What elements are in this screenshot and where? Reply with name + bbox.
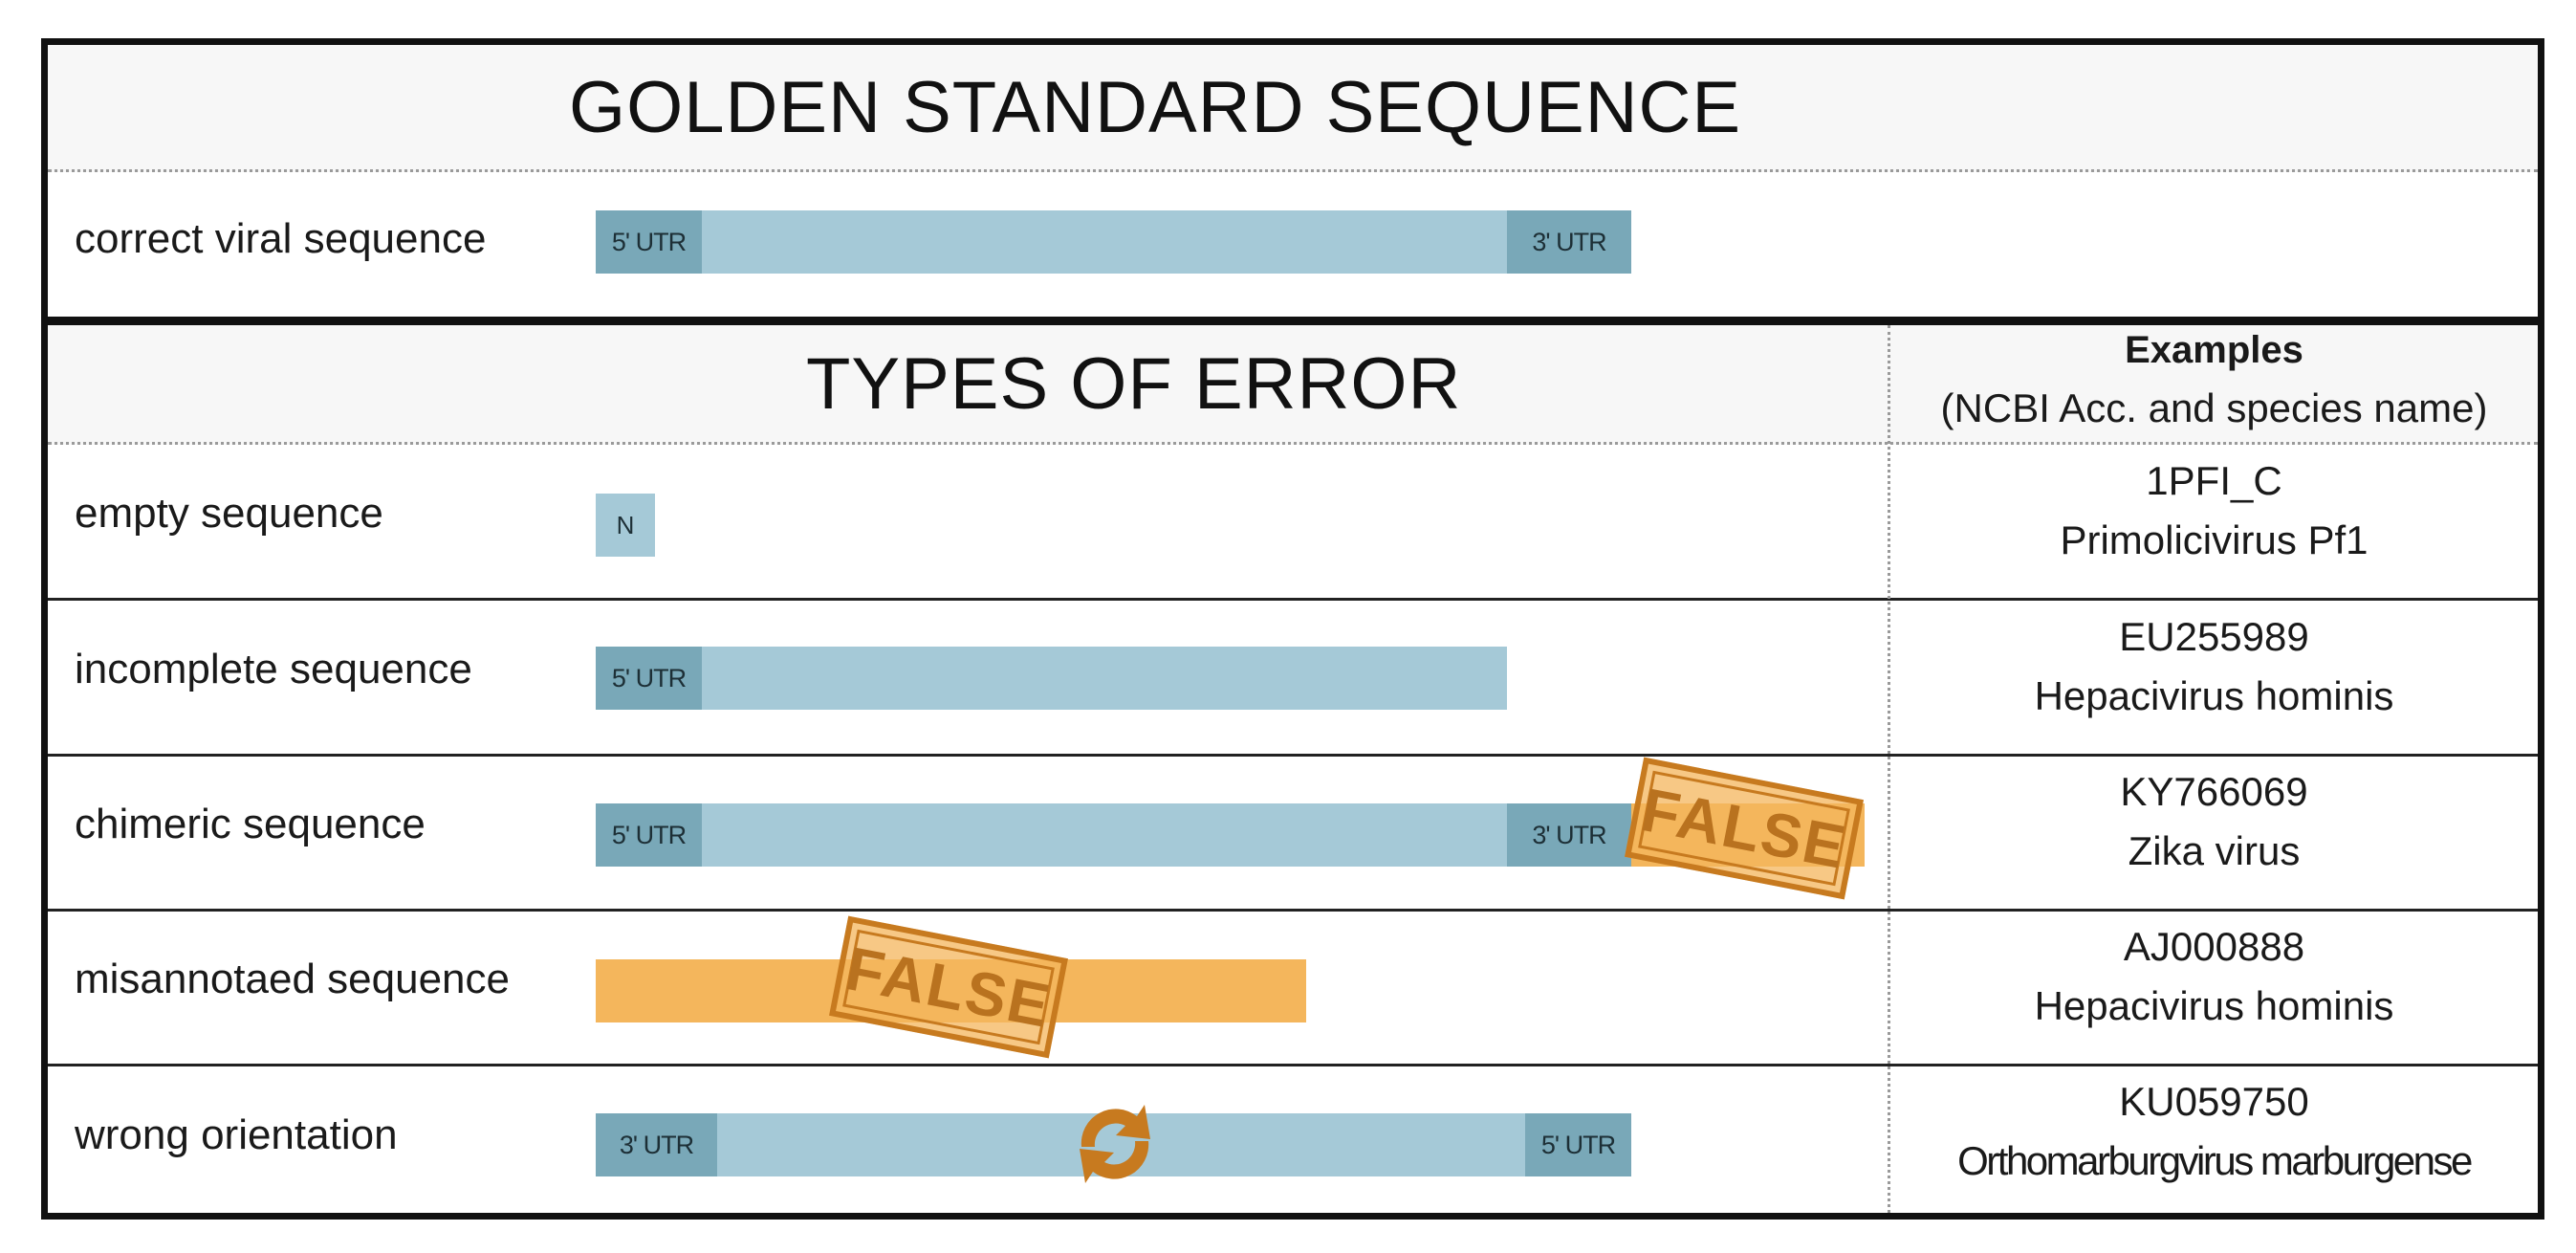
errors-title-band: TYPES OF ERROR — [48, 325, 2538, 445]
examples-column: Examples (NCBI Acc. and species name) 1P… — [1888, 325, 2538, 1213]
accession: 1PFI_C — [2146, 458, 2282, 503]
species: Orthomarburgvirus marburgense — [1957, 1138, 2473, 1183]
correct-sequence-bar: 5' UTR 3' UTR — [596, 210, 1631, 274]
utr5-block: 5' UTR — [596, 647, 702, 710]
row-divider — [48, 598, 2538, 601]
examples-header: Examples (NCBI Acc. and species name) — [1890, 325, 2538, 442]
row-divider — [48, 1064, 2538, 1066]
example-empty: 1PFI_C Primolicivirus Pf1 — [1890, 458, 2538, 563]
wrong-orientation-label: wrong orientation — [75, 1111, 398, 1158]
chimeric-sequence-bar: 5' UTR 3' UTR — [596, 803, 1631, 867]
correct-sequence-label: correct viral sequence — [75, 215, 487, 262]
utr5-block: 5' UTR — [596, 210, 702, 274]
error-types-title: TYPES OF ERROR — [806, 343, 1462, 425]
examples-title: Examples — [2125, 329, 2303, 371]
reverse-arrows-icon — [1080, 1105, 1150, 1183]
accession: KU059750 — [2119, 1079, 2309, 1124]
row-divider — [48, 909, 2538, 912]
row-divider — [48, 754, 2538, 757]
false-stamp-icon: FALSE — [1625, 757, 1864, 900]
incomplete-sequence-bar: 5' UTR — [596, 647, 1507, 710]
example-misannotated: AJ000888 Hepacivirus hominis — [1890, 924, 2538, 1029]
golden-standard-panel: GOLDEN STANDARD SEQUENCE correct viral s… — [41, 38, 2544, 323]
examples-subtitle: (NCBI Acc. and species name) — [1940, 385, 2488, 430]
stamp-text: FALSE — [840, 934, 1058, 1041]
example-wrong-orientation: KU059750 Orthomarburgvirus marburgense — [1890, 1079, 2538, 1184]
golden-standard-title: GOLDEN STANDARD SEQUENCE — [569, 67, 1742, 148]
accession: KY766069 — [2120, 769, 2308, 814]
accession: AJ000888 — [2123, 924, 2305, 969]
species: Zika virus — [2128, 828, 2301, 873]
false-stamp-icon: FALSE — [829, 915, 1068, 1059]
utr3-block: 3' UTR — [596, 1113, 717, 1176]
chimeric-sequence-label: chimeric sequence — [75, 801, 426, 847]
utr3-block: 3' UTR — [1507, 803, 1631, 867]
error-types-panel: TYPES OF ERROR empty sequence N incomple… — [41, 319, 2544, 1220]
species: Hepacivirus hominis — [2034, 673, 2394, 718]
empty-sequence-label: empty sequence — [75, 490, 383, 537]
misannotated-sequence-label: misannotaed sequence — [75, 956, 510, 1002]
incomplete-sequence-label: incomplete sequence — [75, 646, 472, 692]
example-incomplete: EU255989 Hepacivirus hominis — [1890, 614, 2538, 719]
utr5-block: 5' UTR — [1525, 1113, 1631, 1176]
species: Hepacivirus hominis — [2034, 983, 2394, 1028]
example-chimeric: KY766069 Zika virus — [1890, 769, 2538, 874]
utr5-block: 5' UTR — [596, 803, 702, 867]
empty-sequence-n-block: N — [596, 494, 655, 557]
species: Primolicivirus Pf1 — [2060, 517, 2369, 562]
utr3-block: 3' UTR — [1507, 210, 1631, 274]
golden-title-band: GOLDEN STANDARD SEQUENCE — [48, 45, 2538, 172]
accession: EU255989 — [2119, 614, 2309, 659]
